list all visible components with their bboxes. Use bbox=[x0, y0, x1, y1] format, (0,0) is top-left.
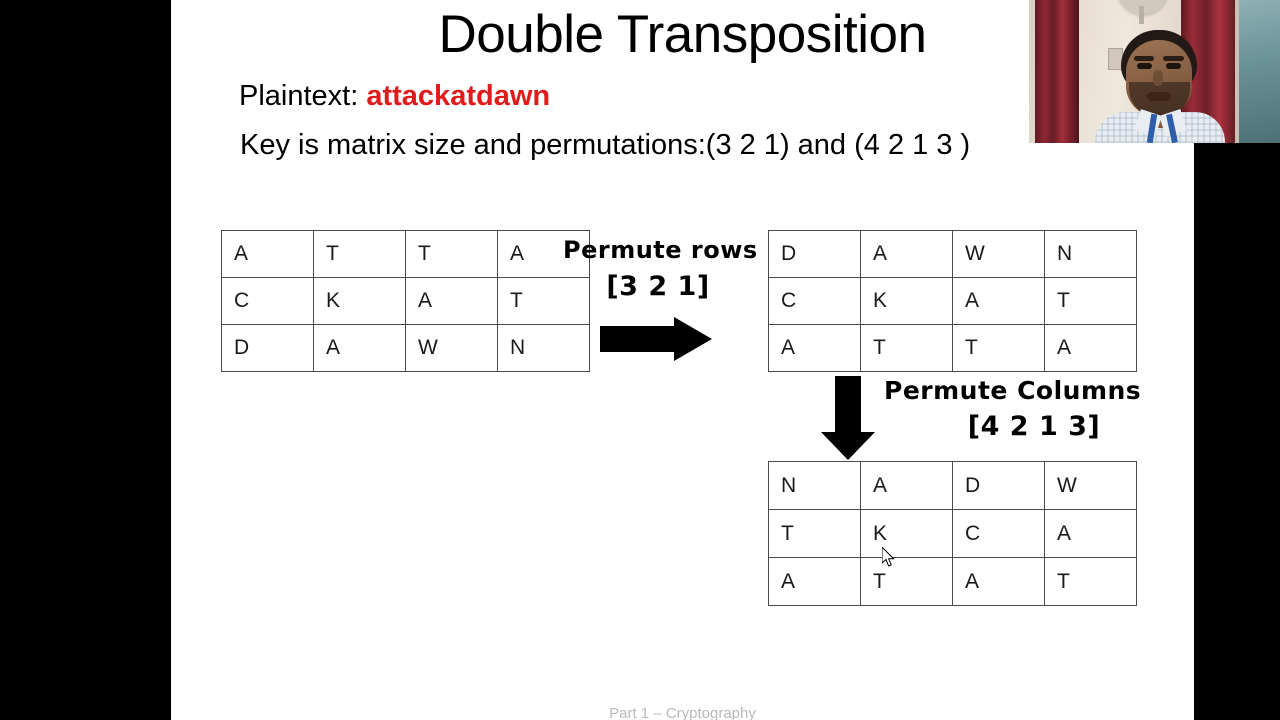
webcam-fan-rod bbox=[1139, 6, 1144, 24]
permute-rows-permutation: [3 2 1] bbox=[606, 271, 710, 302]
plaintext-value: attackatdawn bbox=[366, 80, 551, 112]
arrow-right-icon bbox=[600, 317, 712, 361]
table-row: N A D W bbox=[768, 461, 1137, 510]
matrix-cell: A bbox=[405, 277, 498, 325]
webcam-nose bbox=[1153, 70, 1163, 86]
webcam-eyebrow-right bbox=[1163, 56, 1184, 61]
matrix-cell: N bbox=[497, 324, 590, 372]
matrix-cell: C bbox=[952, 509, 1045, 558]
matrix-cell: T bbox=[313, 230, 406, 278]
plaintext-label: Plaintext: bbox=[239, 80, 359, 112]
matrix-cell: N bbox=[1044, 230, 1137, 278]
arrow-down-icon bbox=[821, 376, 875, 460]
webcam-mouth bbox=[1147, 92, 1171, 101]
column-permuted-matrix-table: N A D W T K C A A T A T bbox=[768, 461, 1137, 606]
webcam-eyebrow-left bbox=[1134, 56, 1154, 61]
matrix-cell: A bbox=[1044, 324, 1137, 372]
matrix-cell: A bbox=[860, 461, 953, 510]
page-title: Double Transposition bbox=[438, 5, 927, 64]
matrix-cell: T bbox=[952, 324, 1045, 372]
webcam-curtain-left bbox=[1035, 0, 1079, 143]
matrix-cell: W bbox=[952, 230, 1045, 278]
matrix-cell: D bbox=[768, 230, 861, 278]
plaintext-line: Plaintext: attackatdawn bbox=[239, 80, 550, 113]
matrix-cell: T bbox=[1044, 277, 1137, 325]
matrix-cell: W bbox=[405, 324, 498, 372]
webcam-overlay bbox=[1029, 0, 1280, 143]
matrix-cell: C bbox=[768, 277, 861, 325]
key-description-line: Key is matrix size and permutations:(3 2… bbox=[240, 129, 971, 161]
matrix-cell: A bbox=[860, 230, 953, 278]
permute-columns-permutation: [4 2 1 3] bbox=[967, 411, 1101, 442]
matrix-cell: A bbox=[313, 324, 406, 372]
slide-footer: Part 1 – Cryptography bbox=[609, 705, 756, 720]
matrix-cell: T bbox=[1044, 557, 1137, 606]
table-row: T K C A bbox=[768, 509, 1137, 558]
table-row: D A W N bbox=[768, 230, 1137, 278]
matrix-cell: N bbox=[768, 461, 861, 510]
matrix-cell: A bbox=[952, 557, 1045, 606]
permute-rows-label: Permute rows bbox=[563, 236, 758, 264]
original-matrix-table: A T T A C K A T D A W N bbox=[221, 230, 590, 372]
table-row: A T T A bbox=[221, 230, 590, 278]
table-row: A T A T bbox=[768, 557, 1137, 606]
webcam-door-frame bbox=[1235, 0, 1241, 143]
permute-columns-label: Permute Columns bbox=[884, 376, 1142, 405]
matrix-cell: W bbox=[1044, 461, 1137, 510]
webcam-door bbox=[1239, 0, 1280, 143]
matrix-cell: A bbox=[768, 557, 861, 606]
webcam-eye-right bbox=[1166, 63, 1181, 69]
matrix-cell: K bbox=[860, 509, 953, 558]
table-row: C K A T bbox=[221, 277, 590, 325]
matrix-cell: T bbox=[405, 230, 498, 278]
matrix-cell: C bbox=[221, 277, 314, 325]
webcam-eye-left bbox=[1137, 63, 1152, 69]
matrix-cell: A bbox=[497, 230, 590, 278]
matrix-cell: T bbox=[497, 277, 590, 325]
matrix-cell: K bbox=[313, 277, 406, 325]
table-row: C K A T bbox=[768, 277, 1137, 325]
matrix-cell: D bbox=[221, 324, 314, 372]
matrix-cell: T bbox=[768, 509, 861, 558]
table-row: D A W N bbox=[221, 324, 590, 372]
matrix-cell: A bbox=[1044, 509, 1137, 558]
presentation-slide: Double Transposition Plaintext: attackat… bbox=[171, 0, 1194, 720]
row-permuted-matrix-table: D A W N C K A T A T T A bbox=[768, 230, 1137, 372]
matrix-cell: D bbox=[952, 461, 1045, 510]
matrix-cell: T bbox=[860, 324, 953, 372]
matrix-cell: K bbox=[860, 277, 953, 325]
matrix-cell: A bbox=[768, 324, 861, 372]
matrix-cell: A bbox=[952, 277, 1045, 325]
matrix-cell: A bbox=[221, 230, 314, 278]
table-row: A T T A bbox=[768, 324, 1137, 372]
matrix-cell: T bbox=[860, 557, 953, 606]
